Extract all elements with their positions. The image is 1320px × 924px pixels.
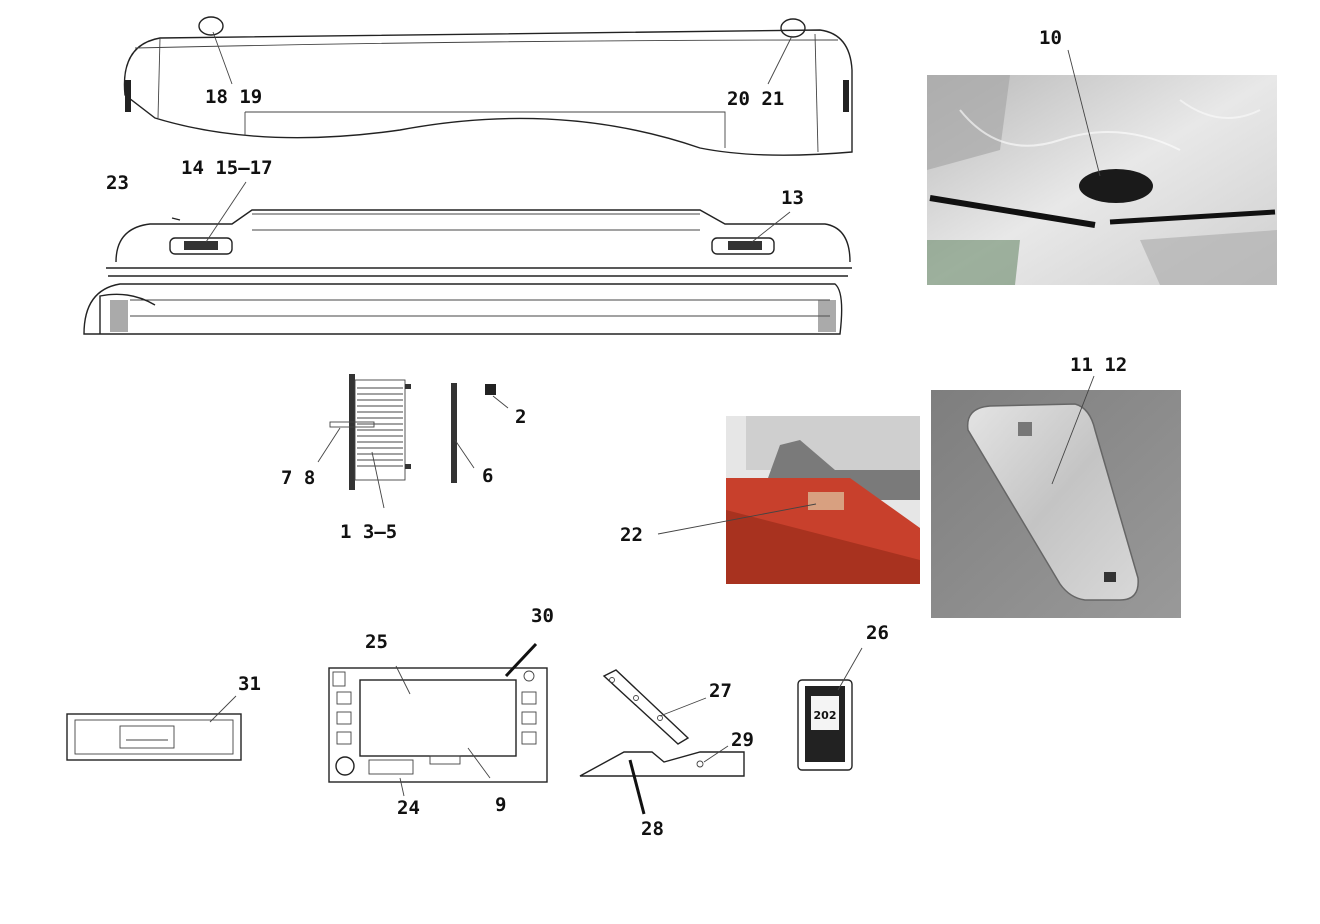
- label-11-12: 11 12: [1070, 354, 1127, 376]
- label-1-3-5: 1 3—5: [340, 521, 397, 543]
- label-18-19: 18 19: [205, 86, 262, 108]
- label-24: 24: [397, 797, 420, 819]
- label-9: 9: [495, 794, 506, 816]
- label-7-8: 7 8: [281, 467, 315, 489]
- photo-lamp-11-12: [931, 375, 1181, 618]
- label-29: 29: [731, 729, 754, 751]
- small-assembly-1-8: [317, 374, 509, 509]
- label-31: 31: [238, 673, 261, 695]
- label-6: 6: [482, 465, 493, 487]
- label-27: 27: [709, 680, 732, 702]
- label-20-21: 20 21: [727, 88, 784, 110]
- label-2: 2: [515, 406, 526, 428]
- reference-labels: 18 19 20 21 23 14 15—17 13 10 2 7 8 6 1 …: [106, 27, 1127, 840]
- label-10: 10: [1039, 27, 1062, 49]
- cab-front-view: [83, 181, 852, 335]
- label-25: 25: [365, 631, 388, 653]
- label-14-15-17: 14 15—17: [181, 157, 273, 179]
- photo-ceiling-10: [927, 49, 1277, 285]
- label-22: 22: [620, 524, 643, 546]
- display-number: 202: [814, 709, 837, 722]
- label-28: 28: [641, 818, 664, 840]
- device-26: 202: [797, 647, 863, 771]
- device-31: [66, 695, 242, 761]
- cab-roof-top-view: [123, 16, 853, 156]
- bracket-27-29: [579, 669, 745, 815]
- recorder-device: [328, 642, 548, 797]
- label-30: 30: [531, 605, 554, 627]
- photo-cab-corner-22: [657, 416, 920, 584]
- label-23: 23: [106, 172, 129, 194]
- label-13: 13: [781, 187, 804, 209]
- label-26: 26: [866, 622, 889, 644]
